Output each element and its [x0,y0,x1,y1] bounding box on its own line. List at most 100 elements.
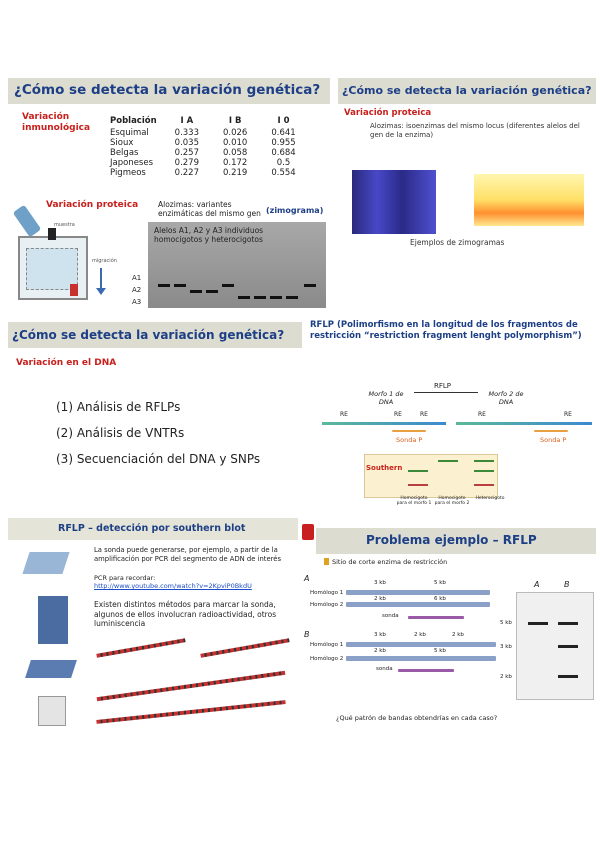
table-cell: 0.010 [211,138,259,148]
homolog-label: Homólogo 1 [310,590,343,596]
size-label: 5 kb [434,580,446,586]
migration-arrow-icon [100,268,102,290]
dna-strand-icon [200,638,289,658]
southern-band [474,460,494,462]
probe-bar [534,430,568,432]
slide-title: ¿Cómo se detecta la variación genética? [12,328,284,342]
southern-band [474,484,494,486]
allele-label-a2: A2 [132,286,141,294]
table-cell: 0.227 [163,168,211,178]
blot-film [38,696,66,726]
size-label: 2 kb [452,632,464,638]
gel-band [158,284,170,287]
answer-gel [516,592,594,700]
alozimas-text: Alozimas: isoenzimas del mismo locus (di… [370,122,580,140]
sonda-label: sonda [382,613,399,619]
col-header: I B [211,116,259,128]
zymogram-gel: Alelos A1, A2 y A3 individuos homocigoto… [148,222,326,308]
method-item-3: (3) Secuenciación del DNA y SNPs [56,452,260,466]
table-cell: 0.5 [259,158,307,168]
gel-band [558,622,578,625]
gel-size-label: 2 kb [500,674,512,680]
gel-band [286,296,298,299]
labeling-paragraph: Existen distintos métodos para marcar la… [94,600,294,629]
gel-band [254,296,266,299]
col-header: I A [163,116,211,128]
size-label: 3 kb [374,632,386,638]
gel-band [190,290,202,293]
gel-band [206,290,218,293]
homolog-label: Homólogo 1 [310,642,343,648]
table-cell: 0.257 [163,148,211,158]
col-header: I 0 [259,116,307,128]
size-label: 2 kb [374,648,386,654]
labeling-diagram [96,640,292,728]
allele-label-a3: A3 [132,298,141,306]
table-cell: 0.279 [163,158,211,168]
probe-bar [392,430,426,432]
table-row: Pigmeos0.2270.2190.554 [110,168,308,178]
blot-membrane [38,596,68,644]
zymogram-yellow [474,174,584,226]
lane-label: Heterocigoto [472,496,508,501]
blot-gel [22,552,69,574]
gel-header-b: B [564,580,570,589]
zymogram-blue [352,170,436,234]
lane-label: Homocigoto para el morfo 1 [396,496,432,506]
table-row: Japoneses0.2790.1720.5 [110,158,308,168]
table-cell: Sioux [110,138,163,148]
table-cell: 0.219 [211,168,259,178]
slide-4: RFLP (Polimorfismo en la longitud de los… [308,318,598,514]
table-header-row: Población I A I B I 0 [110,116,308,128]
chromosome-b1 [346,642,496,647]
allele-label-a1: A1 [132,274,141,282]
table-cell: 0.035 [163,138,211,148]
arrow-head-icon [96,288,106,295]
slide-1: ¿Cómo se detecta la variación genética? … [8,78,330,314]
rflp-arrow [414,392,478,393]
table-cell: 0.333 [163,128,211,138]
youtube-link[interactable]: http://www.youtube.com/watch?v=2KpviP0Bk… [94,582,252,590]
morph-2-label: Morfo 2 de DNA [484,390,528,406]
slide-5: RFLP – detección por southern blot La so… [8,518,298,732]
re-label: RE [340,411,348,418]
slide-title: RFLP – detección por southern blot [58,523,245,534]
sonda-label: sonda [376,666,393,672]
blot-hybrid [25,660,77,678]
gel-band [238,296,250,299]
probe-paragraph: La sonda puede generarse, por ejemplo, a… [94,546,292,563]
dna-strand-icon [96,700,285,724]
lane-label: Homocigoto para el morfo 2 [434,496,470,506]
size-label: 6 kb [434,596,446,602]
method-item-1: (1) Análisis de RFLPs [56,400,180,414]
size-label: 2 kb [374,596,386,602]
size-label: 3 kb [374,580,386,586]
migracion-label: migración [92,258,117,264]
table-cell: 0.058 [211,148,259,158]
gel-band [558,675,578,678]
table-cell: 0.955 [259,138,307,148]
slide-title: Problema ejemplo – RFLP [366,533,537,547]
re-label: RE [564,411,572,418]
method-item-2: (2) Análisis de VNTRs [56,426,184,440]
homolog-label: Homólogo 2 [310,602,343,608]
gel-size-label: 5 kb [500,620,512,626]
electrophoresis-apparatus: muestra [14,206,89,306]
table-cell: 0.554 [259,168,307,178]
chromosome-b2 [346,656,496,661]
zimograma-label: (zimograma) [266,206,323,215]
gel-header-a: A [534,580,539,589]
southern-blot-figure [12,548,92,726]
southern-band [408,470,428,472]
table-cell: Belgas [110,148,163,158]
table-cell: 0.172 [211,158,259,168]
dna-strand-1 [322,422,446,425]
chromosome-a1 [346,590,490,595]
protein-label: Variación proteica [46,200,138,210]
case-a-label: A [304,574,309,583]
protein-label: Variación proteica [344,108,431,118]
gel-size-label: 3 kb [500,644,512,650]
pipette-icon [13,205,42,238]
